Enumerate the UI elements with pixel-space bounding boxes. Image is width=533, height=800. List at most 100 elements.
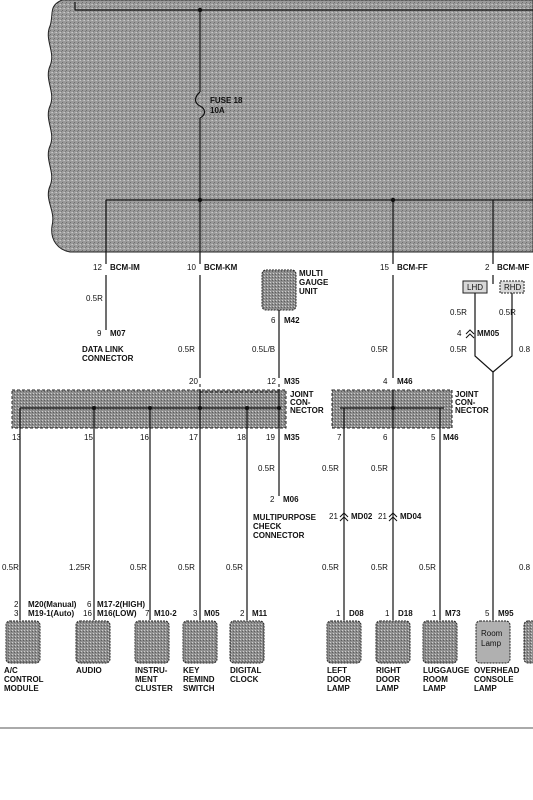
fuse-18-symbol xyxy=(194,91,206,119)
svg-text:0.5L/B: 0.5L/B xyxy=(252,345,275,354)
svg-text:LEFT: LEFT xyxy=(327,666,347,675)
svg-text:0.5R: 0.5R xyxy=(450,345,467,354)
svg-text:5: 5 xyxy=(431,433,436,442)
svg-text:CHECK: CHECK xyxy=(253,522,282,531)
dlc-label: DATA LINK xyxy=(82,345,124,354)
fuse-name: FUSE 18 xyxy=(210,96,243,105)
fuse-rating: 10A xyxy=(210,106,225,115)
svg-text:7: 7 xyxy=(145,609,150,618)
svg-text:16: 16 xyxy=(83,609,92,618)
svg-text:17: 17 xyxy=(189,433,198,442)
svg-text:0.5R: 0.5R xyxy=(226,563,243,572)
svg-text:MODULE: MODULE xyxy=(4,684,39,693)
svg-text:Lamp: Lamp xyxy=(481,639,502,648)
svg-text:5: 5 xyxy=(485,609,490,618)
svg-text:GAUGE: GAUGE xyxy=(299,278,329,287)
svg-text:A/C: A/C xyxy=(4,666,18,675)
pin-bcm-mf: 2 xyxy=(485,263,490,272)
conn-m17-2: M17-2(HIGH) xyxy=(97,600,145,609)
right-door-lamp xyxy=(375,620,411,664)
svg-text:OVERHEAD: OVERHEAD xyxy=(474,666,520,675)
svg-text:UNIT: UNIT xyxy=(299,287,318,296)
svg-text:0.5R: 0.5R xyxy=(450,308,467,317)
svg-text:19: 19 xyxy=(266,433,275,442)
svg-text:LAMP: LAMP xyxy=(474,684,497,693)
svg-text:NECTOR: NECTOR xyxy=(290,406,324,415)
left-door-lamp xyxy=(326,620,362,664)
conn-md02: MD02 xyxy=(351,512,373,521)
svg-text:2: 2 xyxy=(14,600,19,609)
svg-text:CONNECTOR: CONNECTOR xyxy=(82,354,134,363)
svg-text:6: 6 xyxy=(271,316,276,325)
digital-clock xyxy=(229,620,265,664)
svg-text:0.5R: 0.5R xyxy=(499,308,516,317)
label-bcm-ff: BCM-FF xyxy=(397,263,428,272)
svg-text:0.5R: 0.5R xyxy=(258,464,275,473)
svg-text:REMIND: REMIND xyxy=(183,675,215,684)
svg-text:0.5R: 0.5R xyxy=(2,563,19,572)
svg-text:INSTRU-: INSTRU- xyxy=(135,666,168,675)
svg-text:CON-: CON- xyxy=(455,398,476,407)
svg-text:SWITCH: SWITCH xyxy=(183,684,215,693)
luggage-room-lamp xyxy=(422,620,458,664)
svg-text:0.5R: 0.5R xyxy=(86,294,103,303)
svg-text:CLUSTER: CLUSTER xyxy=(135,684,173,693)
svg-text:16: 16 xyxy=(140,433,149,442)
svg-text:21: 21 xyxy=(329,512,338,521)
svg-text:20: 20 xyxy=(189,377,198,386)
svg-text:Room: Room xyxy=(481,629,503,638)
svg-text:1: 1 xyxy=(336,609,341,618)
svg-text:DIGITAL: DIGITAL xyxy=(230,666,262,675)
svg-text:0.8: 0.8 xyxy=(519,345,531,354)
svg-text:15: 15 xyxy=(84,433,93,442)
conn-m46-top: M46 xyxy=(397,377,413,386)
conn-m16: M16(LOW) xyxy=(97,609,137,618)
svg-text:0.5R: 0.5R xyxy=(371,464,388,473)
svg-text:NECTOR: NECTOR xyxy=(455,406,489,415)
svg-text:4: 4 xyxy=(383,377,388,386)
svg-text:0.5R: 0.5R xyxy=(322,464,339,473)
svg-text:3: 3 xyxy=(14,609,19,618)
svg-text:6: 6 xyxy=(383,433,388,442)
conn-mm05: MM05 xyxy=(477,329,500,338)
conn-m46-bottom: M46 xyxy=(443,433,459,442)
conn-m73: M73 xyxy=(445,609,461,618)
svg-text:RHD: RHD xyxy=(504,283,522,292)
audio-unit xyxy=(75,620,111,664)
pin-bcm-km: 10 xyxy=(187,263,196,272)
conn-d08: D08 xyxy=(349,609,364,618)
svg-text:7: 7 xyxy=(337,433,342,442)
conn-m10-2: M10-2 xyxy=(154,609,177,618)
multipurpose-check-connector: MULTIPURPOSE xyxy=(253,513,317,522)
label-bcm-km: BCM-KM xyxy=(204,263,238,272)
svg-text:AUDIO: AUDIO xyxy=(76,666,102,675)
pin-bcm-im: 12 xyxy=(93,263,102,272)
svg-text:2: 2 xyxy=(240,609,245,618)
svg-text:0.5R: 0.5R xyxy=(419,563,436,572)
ac-control-module xyxy=(5,620,41,664)
svg-text:0.5R: 0.5R xyxy=(130,563,147,572)
svg-text:9: 9 xyxy=(97,329,102,338)
conn-m05: M05 xyxy=(204,609,220,618)
label-bcm-mf: BCM-MF xyxy=(497,263,530,272)
bcm-body xyxy=(47,0,533,253)
svg-text:13: 13 xyxy=(12,433,21,442)
label-bcm-im: BCM-IM xyxy=(110,263,140,272)
joint1-label: JOINT xyxy=(290,390,314,399)
svg-text:CON-: CON- xyxy=(290,398,311,407)
instrument-cluster xyxy=(134,620,170,664)
conn-m42: M42 xyxy=(284,316,300,325)
svg-text:0.8: 0.8 xyxy=(519,563,531,572)
svg-text:12: 12 xyxy=(267,377,276,386)
conn-m06: M06 xyxy=(283,495,299,504)
conn-md04: MD04 xyxy=(400,512,422,521)
svg-text:CLOCK: CLOCK xyxy=(230,675,259,684)
multi-gauge-unit xyxy=(261,269,297,311)
svg-text:18: 18 xyxy=(237,433,246,442)
svg-text:1: 1 xyxy=(385,609,390,618)
svg-text:LHD: LHD xyxy=(467,283,483,292)
svg-text:DOOR: DOOR xyxy=(327,675,351,684)
cut-off-component xyxy=(523,620,533,664)
svg-text:MENT: MENT xyxy=(135,675,158,684)
key-remind-switch xyxy=(182,620,218,664)
